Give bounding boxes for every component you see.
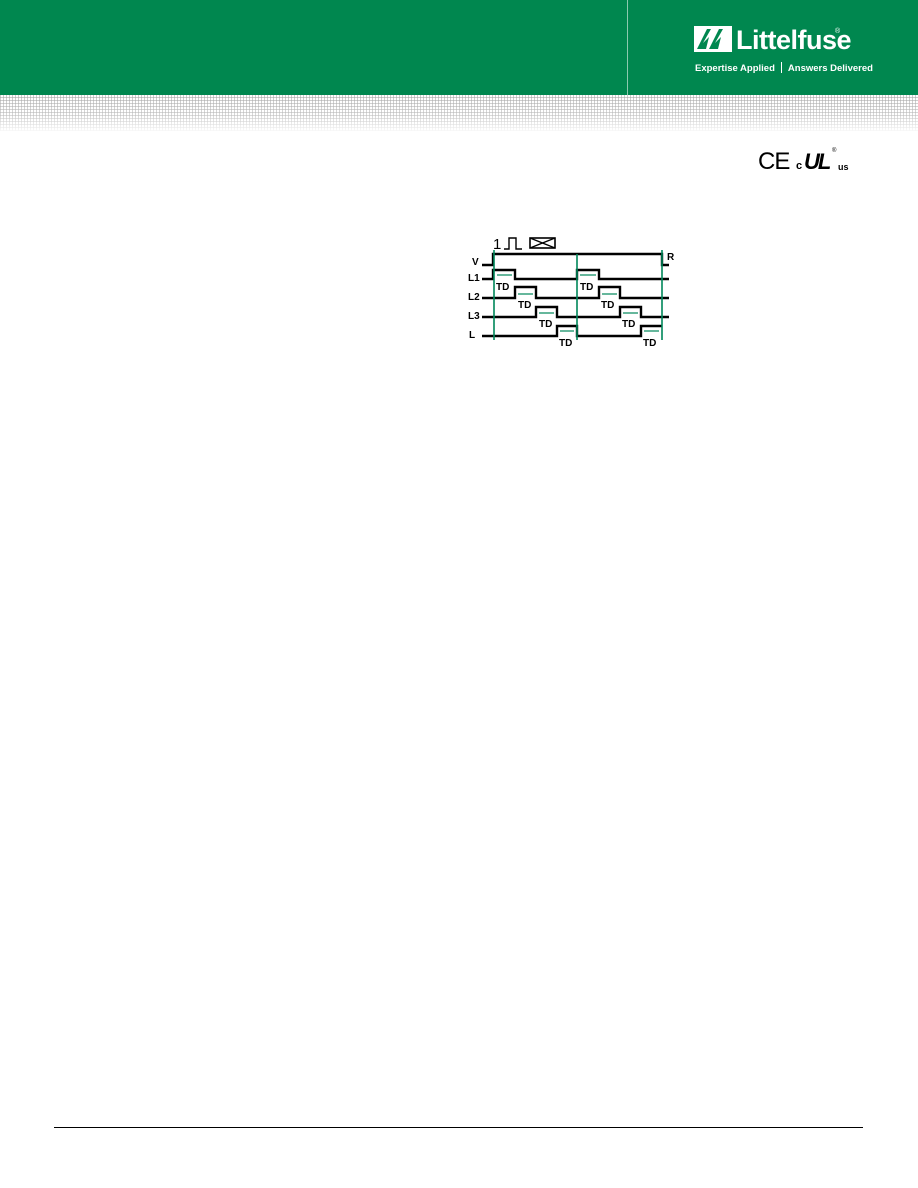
td-label: TD — [580, 282, 593, 293]
tagline-right: Answers Delivered — [787, 63, 873, 74]
ul-registered-mark: ® — [832, 148, 837, 154]
timing-diagram: 1 V L1 L2 L3 L R TD TD TD TD TD TD TD TD — [468, 236, 675, 349]
td-label: TD — [518, 300, 531, 311]
signal-trace-l1 — [482, 268, 669, 281]
signal-label-l2: L2 — [468, 292, 480, 303]
td-label: TD — [559, 338, 572, 349]
littelfuse-logo-icon — [694, 26, 732, 52]
ul-mark-icon: UL — [804, 149, 831, 174]
td-label: TD — [643, 338, 656, 349]
signal-label-v: V — [472, 257, 479, 268]
us-mark: us — [838, 162, 849, 172]
signal-label-l: L — [469, 330, 475, 341]
pulse-icon — [504, 237, 522, 250]
tagline-left: Expertise Applied — [695, 63, 775, 74]
delay-arrows — [497, 274, 659, 332]
signal-trace-l3 — [482, 305, 669, 319]
brand-logo: Littelfuse ® Expertise Applied Answers De… — [694, 24, 894, 84]
signal-trace-l2 — [482, 285, 669, 300]
c-mark: c — [796, 160, 803, 172]
footer-rule — [54, 1127, 863, 1128]
function-number: 1 — [493, 236, 501, 253]
header-divider — [627, 0, 628, 95]
brand-registered-mark: ® — [835, 28, 841, 35]
ce-mark-icon: CE — [758, 148, 790, 175]
reset-label: R — [667, 252, 675, 263]
signal-label-l1: L1 — [468, 273, 480, 284]
signal-trace-v — [482, 252, 669, 267]
signal-label-l3: L3 — [468, 311, 480, 322]
td-label: TD — [539, 319, 552, 330]
td-label: TD — [601, 300, 614, 311]
header-band — [0, 0, 918, 95]
td-label: TD — [496, 282, 509, 293]
brand-tagline: Expertise Applied Answers Delivered — [695, 62, 873, 75]
td-label: TD — [622, 319, 635, 330]
tagline-separator — [780, 62, 782, 73]
certification-marks: CE c UL ® us — [758, 148, 858, 176]
header-texture — [0, 95, 918, 131]
brand-name: Littelfuse — [736, 25, 852, 55]
relay-coil-icon — [529, 237, 556, 249]
